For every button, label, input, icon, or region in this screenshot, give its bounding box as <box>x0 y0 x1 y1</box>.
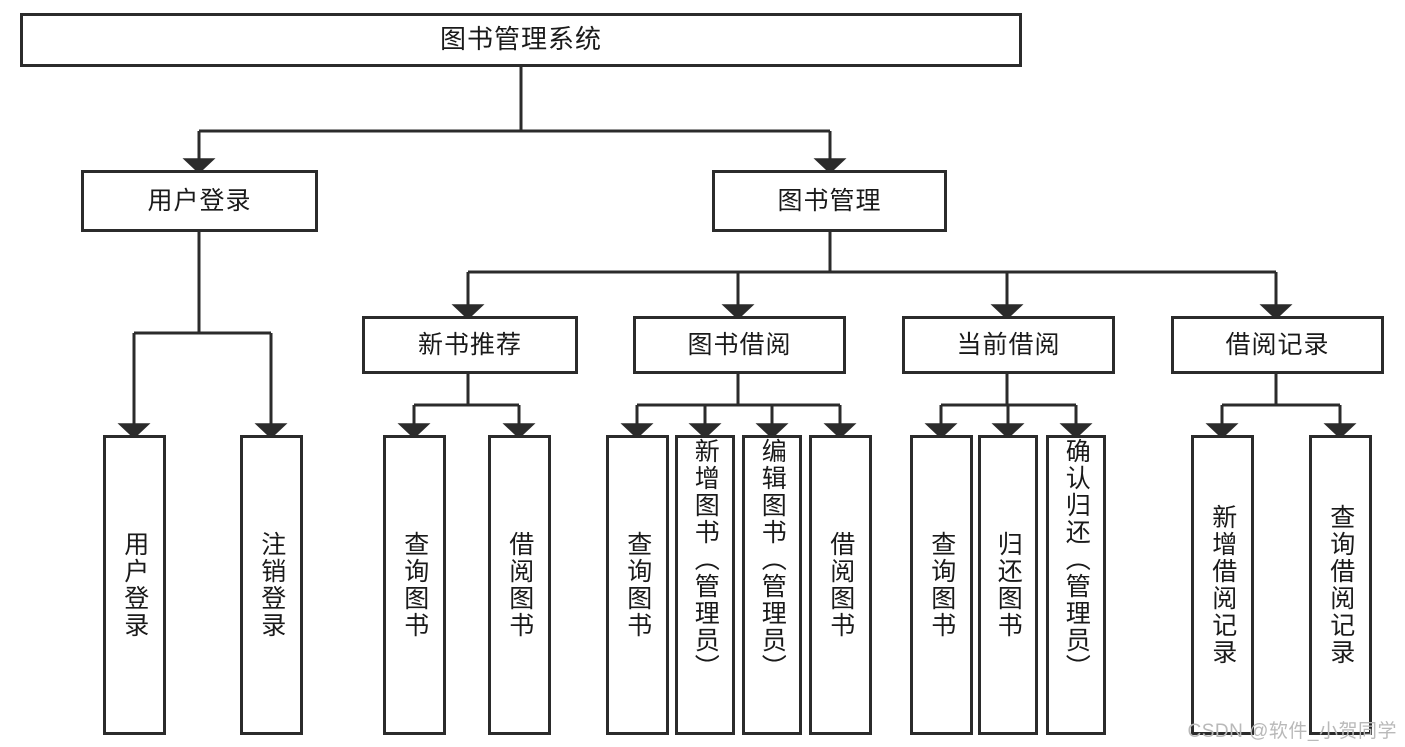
node-borrow-record[interactable]: 借阅记录 <box>1171 316 1384 374</box>
node-user-login-label: 用户登录 <box>147 186 252 215</box>
leaf-add-book-label: 新增图书（管理员） <box>691 438 720 681</box>
leaf-return-book-label: 归还图书 <box>994 531 1023 639</box>
leaf-user-logout-label: 注销登录 <box>257 531 286 639</box>
leaf-return-book[interactable]: 归还图书 <box>978 435 1038 735</box>
leaf-query-book-2[interactable]: 查询图书 <box>606 435 669 735</box>
leaf-user-logout[interactable]: 注销登录 <box>240 435 303 735</box>
node-root[interactable]: 图书管理系统 <box>20 13 1022 67</box>
leaf-edit-book-label: 编辑图书（管理员） <box>758 438 787 681</box>
node-book-management[interactable]: 图书管理 <box>712 170 947 232</box>
node-root-label: 图书管理系统 <box>439 24 602 55</box>
node-new-book-recommend[interactable]: 新书推荐 <box>362 316 578 374</box>
node-current-borrow-label: 当前借阅 <box>956 330 1061 359</box>
leaf-query-record-label: 查询借阅记录 <box>1326 504 1355 666</box>
leaf-borrow-book-2[interactable]: 借阅图书 <box>809 435 872 735</box>
node-current-borrow[interactable]: 当前借阅 <box>902 316 1115 374</box>
leaf-user-login-label: 用户登录 <box>120 531 149 639</box>
leaf-query-book-3[interactable]: 查询图书 <box>910 435 973 735</box>
leaf-edit-book[interactable]: 编辑图书（管理员） <box>742 435 802 735</box>
leaf-user-login[interactable]: 用户登录 <box>103 435 166 735</box>
node-book-borrow[interactable]: 图书借阅 <box>633 316 846 374</box>
leaf-confirm-return-label: 确认归还（管理员） <box>1062 438 1091 681</box>
leaf-query-book-3-label: 查询图书 <box>927 531 956 639</box>
leaf-add-record[interactable]: 新增借阅记录 <box>1191 435 1254 735</box>
leaf-query-book-2-label: 查询图书 <box>623 531 652 639</box>
csdn-watermark: CSDN @软件_小贺同学 <box>1187 721 1397 742</box>
node-user-login[interactable]: 用户登录 <box>81 170 318 232</box>
leaf-borrow-book-1[interactable]: 借阅图书 <box>488 435 551 735</box>
leaf-borrow-book-1-label: 借阅图书 <box>505 531 534 639</box>
leaf-add-record-label: 新增借阅记录 <box>1208 504 1237 666</box>
leaf-query-book-1[interactable]: 查询图书 <box>383 435 446 735</box>
leaf-query-record[interactable]: 查询借阅记录 <box>1309 435 1372 735</box>
node-book-borrow-label: 图书借阅 <box>687 330 792 359</box>
node-book-management-label: 图书管理 <box>777 186 882 215</box>
leaf-confirm-return[interactable]: 确认归还（管理员） <box>1046 435 1106 735</box>
leaf-query-book-1-label: 查询图书 <box>400 531 429 639</box>
leaf-add-book[interactable]: 新增图书（管理员） <box>675 435 735 735</box>
node-borrow-record-label: 借阅记录 <box>1225 330 1330 359</box>
leaf-borrow-book-2-label: 借阅图书 <box>826 531 855 639</box>
node-new-book-recommend-label: 新书推荐 <box>417 330 522 359</box>
